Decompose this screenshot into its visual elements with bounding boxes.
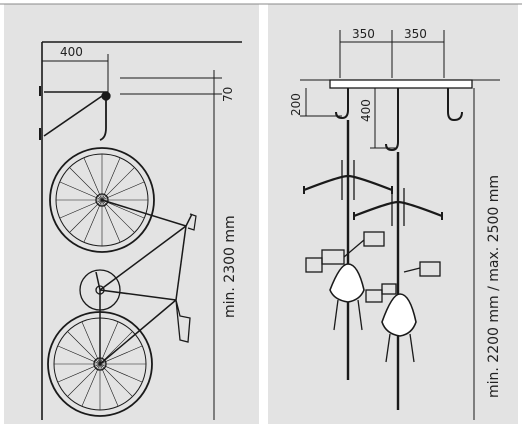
- saddle: [175, 299, 191, 343]
- front-wheel-tyre: [49, 147, 155, 253]
- wall-mount-drawing: [39, 41, 242, 420]
- dim-400-label-right: 400: [359, 99, 373, 122]
- chainring: [79, 269, 121, 311]
- handlebar: [187, 213, 197, 231]
- hook-a: [335, 88, 349, 120]
- dim-350-label-b: 350: [404, 27, 427, 41]
- dim-400-label: 400: [60, 45, 83, 59]
- crank-axle: [95, 285, 105, 295]
- dim-height-label-right: min. 2200 mm / max. 2500 mm: [486, 175, 502, 398]
- left-panel: [4, 4, 259, 424]
- hook-c: [447, 88, 463, 122]
- hook-pivot: [101, 91, 111, 101]
- bike-frame: [99, 199, 193, 365]
- hook: [99, 100, 107, 141]
- bracket-strut: [43, 93, 106, 137]
- ceiling-rail: [329, 79, 473, 89]
- dim-200-label: 200: [289, 93, 303, 116]
- right-panel: [268, 4, 518, 424]
- ceiling-mount-drawing: [300, 30, 500, 420]
- hung-bike-b: [353, 152, 443, 410]
- dim-350-label-a: 350: [352, 27, 375, 41]
- hung-bike-a: [303, 120, 393, 380]
- hook-b: [385, 88, 399, 152]
- dim-70-label: 70: [221, 87, 235, 102]
- dim-height-label: min. 2300 mm: [222, 215, 238, 318]
- crank-arm: [95, 271, 101, 291]
